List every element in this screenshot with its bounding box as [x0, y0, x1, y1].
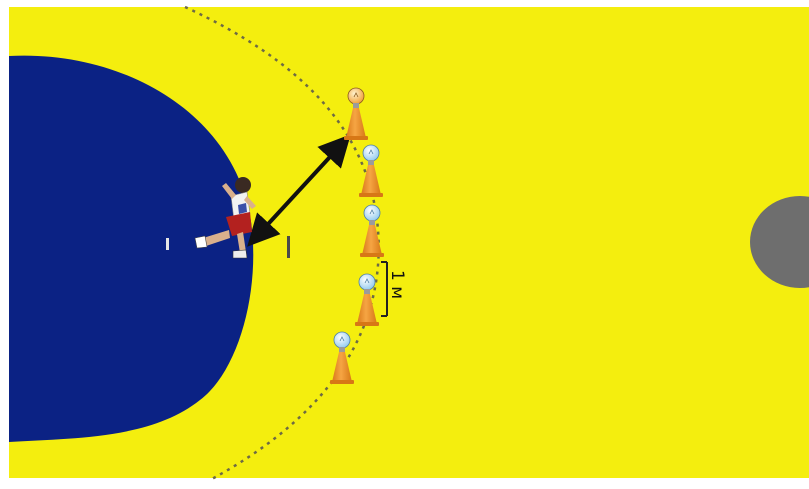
court-border-left [0, 0, 9, 489]
marker-3-bulb-icon [363, 204, 381, 225]
distance-label: 1 м [387, 270, 407, 299]
goal-line-mark [166, 238, 169, 250]
marker-1-bulb-icon [347, 87, 365, 108]
marker-2-cone [359, 144, 383, 197]
penalty-line-mark [287, 236, 290, 258]
goal-area [9, 55, 254, 442]
marker-4-cone [355, 273, 379, 326]
marker-5-cone [330, 331, 354, 384]
distance-arrow [247, 134, 351, 247]
court-border-top [0, 0, 809, 7]
marker-3-cone [360, 204, 384, 257]
player-figure-icon [194, 177, 256, 259]
marker-1-cone [344, 87, 368, 140]
court-border-bottom [0, 478, 809, 489]
marker-4-bulb-icon [358, 273, 376, 294]
marker-2-bulb-icon [362, 144, 380, 165]
centre-circle [750, 196, 809, 288]
marker-5-bulb-icon [333, 331, 351, 352]
